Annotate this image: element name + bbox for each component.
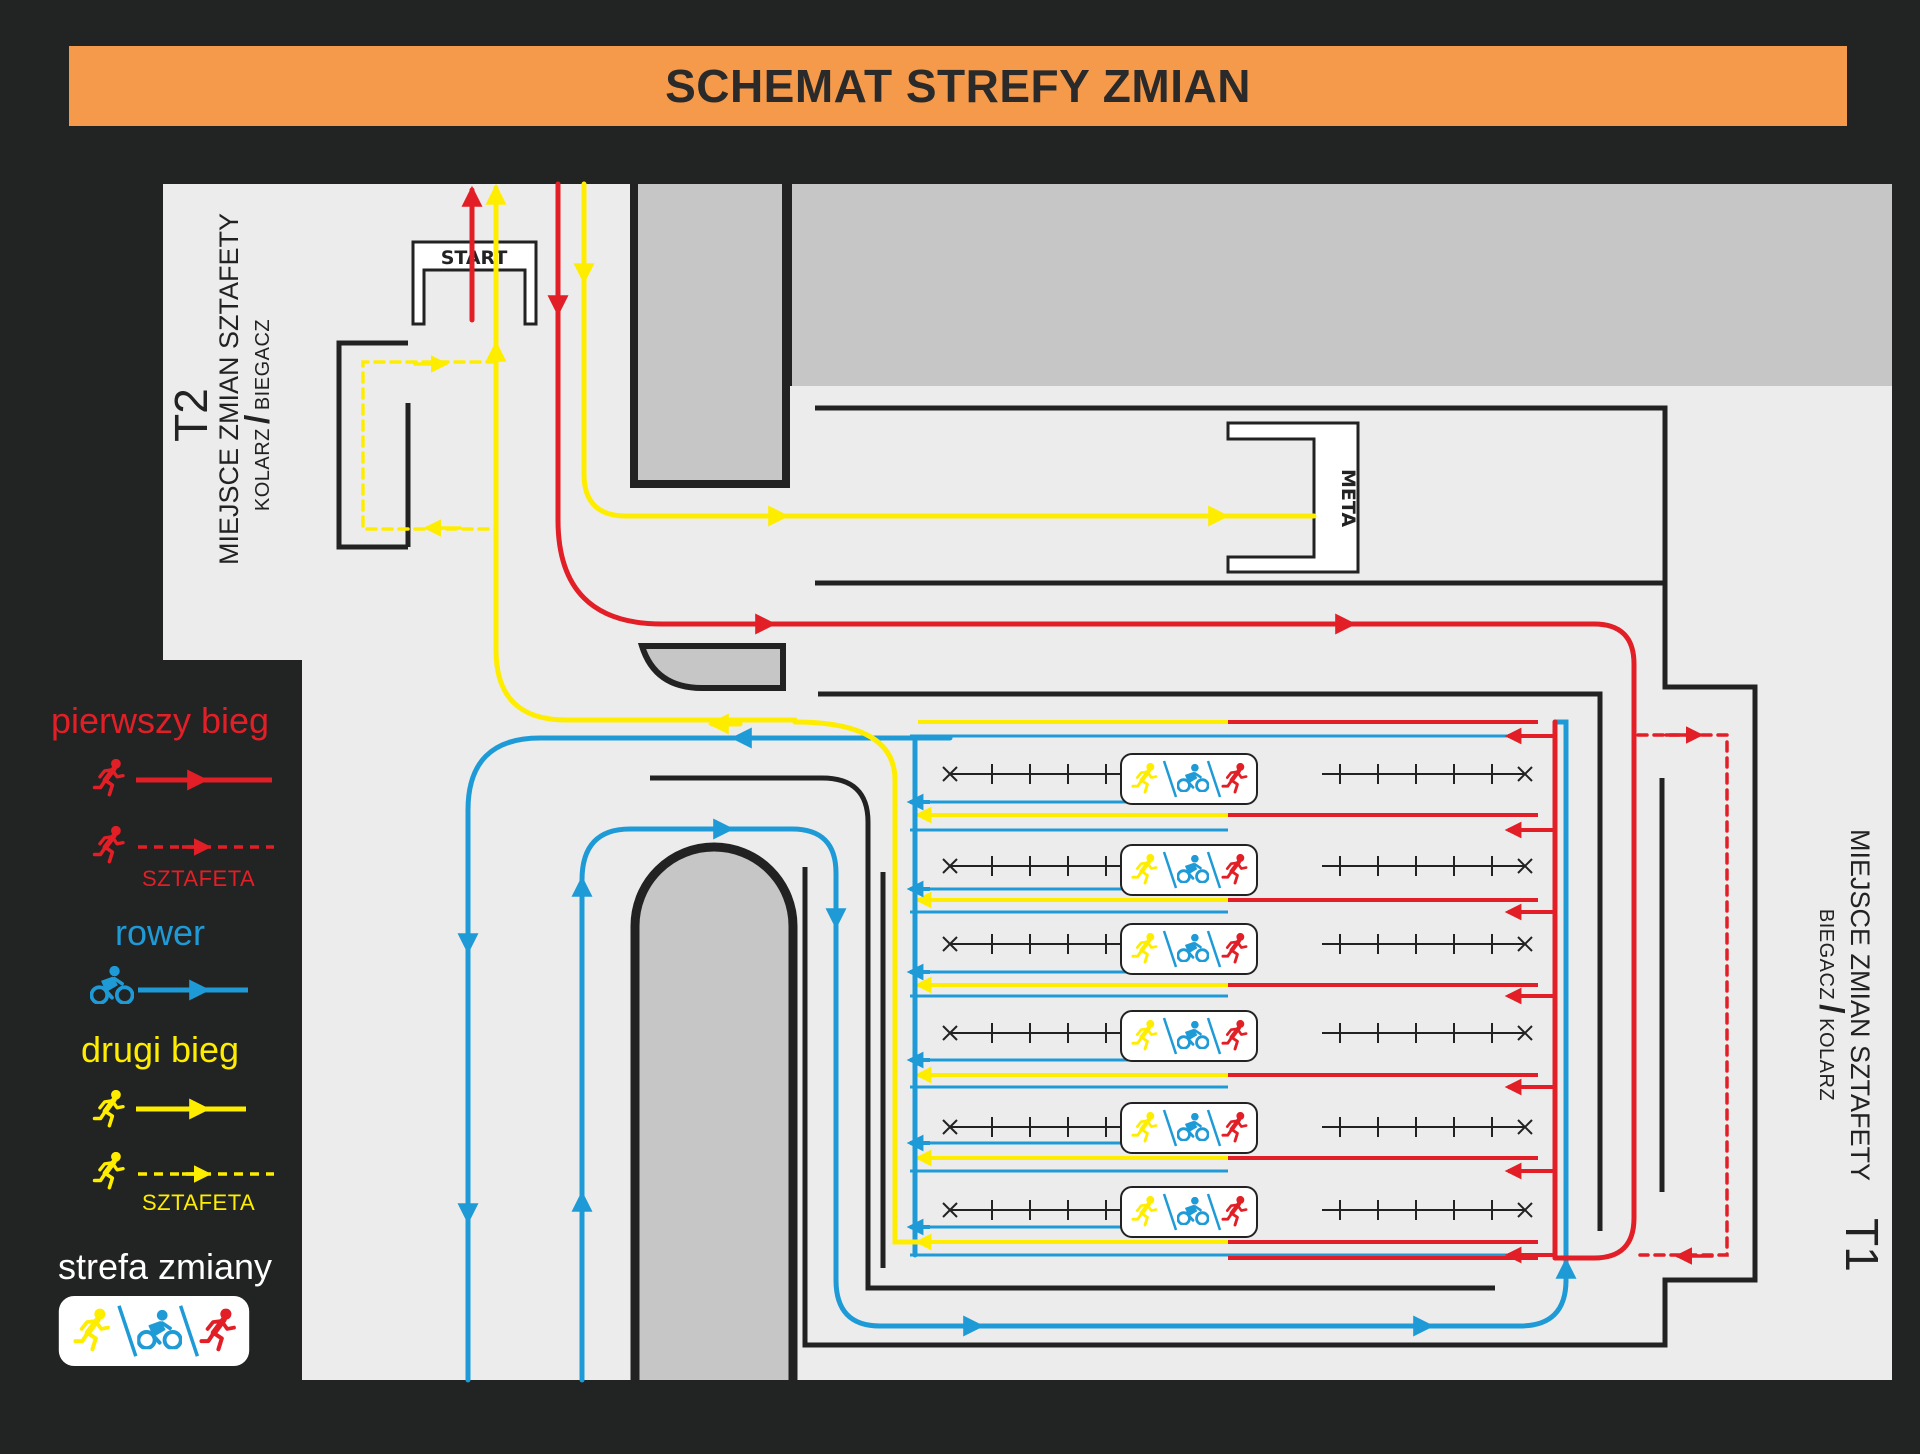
t1-zone-label: MIEJSCE ZMIAN SZTAFETY BIEGACZ/KOLARZ T1 (1812, 775, 1888, 1272)
bike-route (457, 719, 1577, 1383)
legend-change-zone: strefa zmiany (57, 1246, 273, 1287)
building-top-right (791, 184, 1892, 386)
rack-row-5 (942, 1117, 1533, 1137)
rack-row-6 (942, 1200, 1533, 1220)
page-title: SCHEMAT STREFY ZMIAN (665, 60, 1251, 112)
traffic-island (637, 643, 786, 691)
second-run-route (361, 181, 1317, 1245)
runner-icon (95, 1152, 124, 1187)
t2-direction: KOLARZ/BIEGACZ (239, 318, 277, 512)
legend-second-run: drugi bieg (80, 1029, 240, 1070)
ground-area (163, 184, 1892, 1380)
change-zone-badge (1121, 754, 1257, 804)
legend-graphics (58, 759, 274, 1366)
t2-code: T2 (165, 388, 217, 442)
start-gate (411, 240, 538, 326)
rack-row-1 (942, 764, 1533, 784)
legend-bike: rower (114, 912, 206, 953)
legend-change-zone-badge (58, 1296, 250, 1366)
runner-icon (95, 826, 124, 861)
course-boundaries (336, 340, 1758, 1348)
building-arch (630, 842, 798, 1380)
runner-icon (95, 1090, 124, 1125)
title-banner: SCHEMAT STREFY ZMIAN (69, 46, 1847, 126)
change-zone-badge (1121, 1011, 1257, 1061)
building-pillar (630, 184, 790, 488)
change-zone-badge (1121, 845, 1257, 895)
legend-first-run: pierwszy bieg (50, 700, 270, 741)
bike-racks (942, 764, 1533, 1220)
finish-label: META (1337, 469, 1359, 527)
rack-row-3 (942, 934, 1533, 954)
legend-second-run-relay: SZTAFETA (142, 1190, 256, 1215)
first-run-route (461, 181, 1729, 1265)
change-zone-badge (1121, 1103, 1257, 1153)
change-zone-badge (1121, 924, 1257, 974)
t1-direction: BIEGACZ/KOLARZ (1812, 908, 1850, 1102)
t2-zone-label: T2 MIEJSCE ZMIAN SZTAFETY KOLARZ/BIEGACZ (165, 213, 277, 565)
runner-icon (95, 759, 124, 794)
finish-gate (1226, 421, 1360, 574)
change-zone-badge (1121, 1187, 1257, 1237)
rack-row-4 (942, 1023, 1533, 1043)
t1-code: T1 (1836, 1218, 1888, 1272)
rack-row-2 (942, 856, 1533, 876)
cyclist-icon (90, 966, 134, 1004)
legend-first-run-relay: SZTAFETA (142, 866, 256, 891)
